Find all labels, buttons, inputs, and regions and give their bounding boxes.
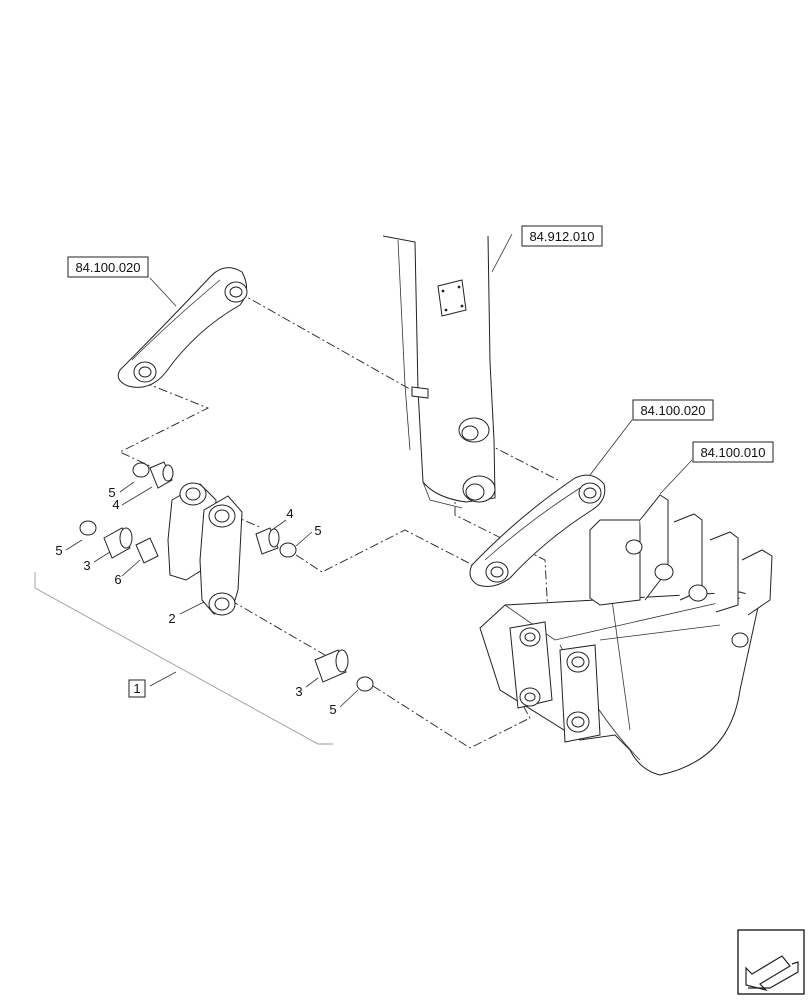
callout-6: 6	[114, 572, 121, 587]
ring-left-top	[132, 462, 150, 478]
ref-box-link-right[interactable]: 84.100.020	[632, 399, 714, 421]
grease-fitting	[135, 537, 159, 564]
callout-4-left: 4	[112, 497, 119, 512]
ref-box-bucket[interactable]: 84.100.010	[692, 441, 774, 463]
callout-3-left: 3	[83, 558, 90, 573]
hardware	[79, 461, 374, 692]
link-top	[117, 267, 248, 388]
ring-bottom	[356, 676, 374, 692]
link-2	[167, 482, 243, 616]
callout-3-bottom: 3	[295, 684, 302, 699]
ring-left-mid	[79, 520, 97, 536]
ref-bucket-label: 84.100.010	[700, 445, 765, 460]
callout-5-left-top: 5	[108, 485, 115, 500]
link-right	[469, 474, 606, 587]
callout-2: 2	[168, 611, 175, 626]
ref-boom-label: 84.912.010	[529, 229, 594, 244]
callout-5-bottom: 5	[329, 702, 336, 717]
callout-5-left-mid: 5	[55, 543, 62, 558]
ref-link-top-label: 84.100.020	[75, 260, 140, 275]
ring-right	[279, 542, 297, 558]
leader-lines	[65, 233, 693, 708]
boom-arm	[382, 235, 496, 509]
previous-page-arrow-icon[interactable]	[737, 929, 805, 995]
bucket	[479, 494, 773, 776]
ref-link-right-label: 84.100.020	[640, 403, 705, 418]
callout-4-right: 4	[286, 506, 293, 521]
callout-5-right: 5	[314, 523, 321, 538]
callout-1: 1	[133, 681, 140, 696]
ref-box-boom[interactable]: 84.912.010	[521, 225, 603, 247]
ref-box-link-top[interactable]: 84.100.020	[67, 256, 149, 278]
callout-assembly: 1	[128, 679, 146, 698]
assembly-bracket	[34, 572, 333, 745]
